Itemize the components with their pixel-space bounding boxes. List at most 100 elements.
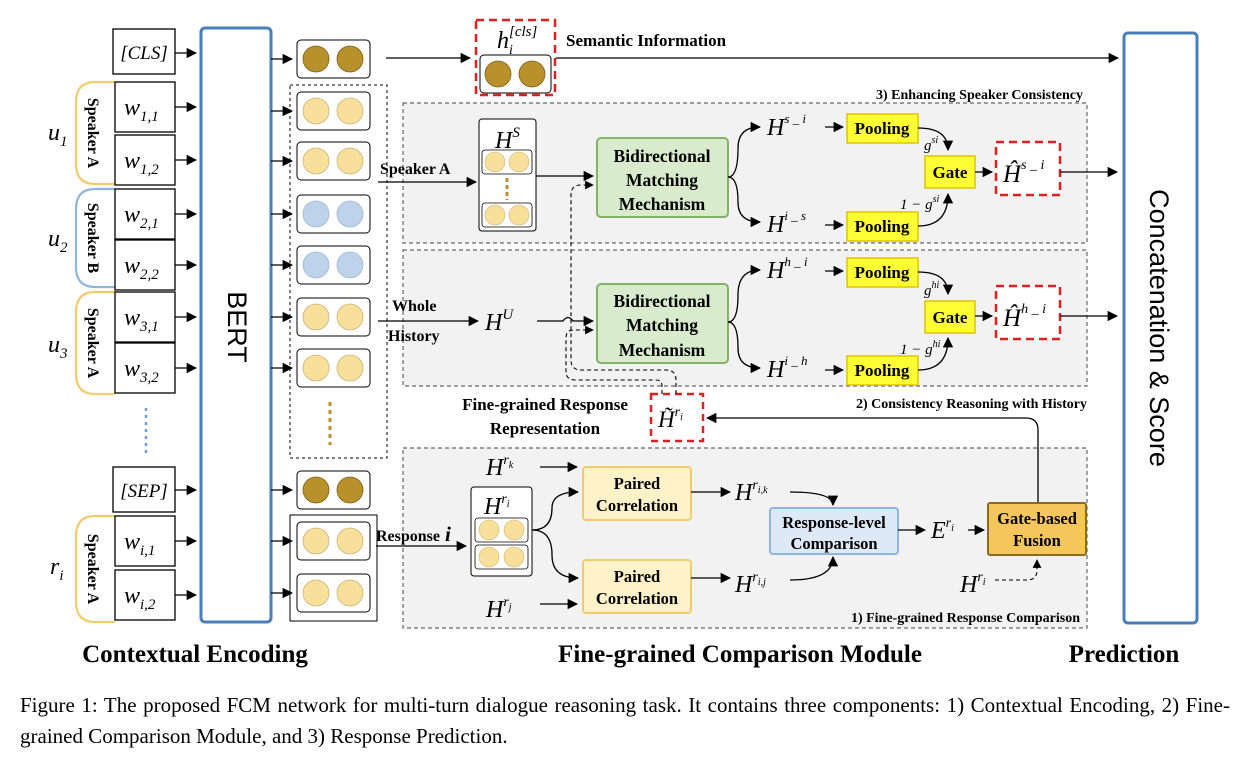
token-boxes: w1,1 w1,2 w2,1 w2,2 w3,1 w3,2 wi,1 wi,2 <box>114 81 198 621</box>
h-cls-sub: i <box>509 43 513 58</box>
token-box: w1,1 <box>114 81 176 133</box>
token-label: w3,2 <box>124 356 159 386</box>
h-h-i-label: Hh _ i <box>766 254 808 284</box>
e-ri-label: Eri <box>930 516 954 544</box>
svg-text:Ĥs _ i: Ĥs _ i <box>1002 158 1045 188</box>
token-label: w1,2 <box>124 148 159 178</box>
svg-text:Pooling: Pooling <box>855 361 910 380</box>
bert-label: BERT <box>222 291 252 363</box>
pooling-2-bottom: Pooling <box>846 355 919 386</box>
context-embeddings-group <box>289 84 388 459</box>
svg-text:ri: ri <box>50 554 64 584</box>
speaker-bracket-2 <box>74 187 115 289</box>
utterance-label-3: u3 <box>48 332 68 362</box>
section1-title: 1) Fine-grained Response Comparison <box>851 611 1080 626</box>
svg-text:u1: u1 <box>48 120 68 150</box>
speaker-label-1: Speaker A <box>84 98 101 169</box>
cls-token-box: [CLS] <box>112 28 176 75</box>
svg-text:Pooling: Pooling <box>855 217 910 236</box>
one-minus-g-hi-label: 1 − ghi <box>900 339 941 358</box>
svg-text:Matching: Matching <box>626 170 698 190</box>
cls-token-label: [CLS] <box>120 43 168 64</box>
token-label: wi,1 <box>124 529 155 559</box>
h-ri-bottom-label: Hri <box>959 570 986 598</box>
h-rk-label: Hrk <box>485 453 514 481</box>
token-box: w2,2 <box>114 239 176 291</box>
prediction-box-label: Concatenation & Score <box>1144 189 1174 467</box>
paired-correlation-bottom: Paired Correlation <box>582 559 692 614</box>
one-minus-g-si-label: 1 − gsi <box>900 194 940 213</box>
section2-title: 2) Consistency Reasoning with History <box>856 397 1087 412</box>
svg-text:Gate-based: Gate-based <box>997 509 1077 528</box>
token-box: w1,2 <box>114 134 176 186</box>
h-tilde-ri-box: H̃ri <box>649 392 705 443</box>
h-cls-label: h[cls] <box>497 24 538 54</box>
embeddings <box>296 39 371 613</box>
h-i-h-label: Hi _ h <box>766 353 807 383</box>
h-u-label: HU <box>484 307 514 336</box>
token-box: w2,1 <box>114 188 176 240</box>
speaker-bracket-1 <box>74 80 115 186</box>
speaker-label-2: Speaker B <box>84 203 101 274</box>
svg-text:Matching: Matching <box>626 315 698 335</box>
token-label: wi,2 <box>124 583 156 613</box>
figure-caption: Figure 1: The proposed FCM network for m… <box>20 693 1230 748</box>
h-rij-label: Hri,j <box>734 570 766 598</box>
h-rik-label: Hri,k <box>734 478 768 506</box>
speaker-bracket-4 <box>74 514 115 624</box>
hs-block: HS <box>478 118 537 232</box>
embedding-vector <box>296 194 371 234</box>
embedding-vector <box>296 141 371 181</box>
sep-token-box: [SEP] <box>112 466 176 513</box>
svg-text:Fusion: Fusion <box>1013 531 1061 550</box>
svg-text:Paired: Paired <box>614 474 660 493</box>
token-box: wi,2 <box>114 569 176 621</box>
utterance-label-4: ri <box>50 554 64 584</box>
sep-token-label: [SEP] <box>120 481 168 502</box>
embedding-vector <box>296 245 371 285</box>
pooling-2-top: Pooling <box>846 257 919 288</box>
embedding-vector <box>296 470 371 510</box>
gate-2: Gate <box>924 300 976 334</box>
svg-text:Correlation: Correlation <box>596 589 678 608</box>
pooling-3-bottom: Pooling <box>846 211 919 242</box>
svg-text:Bidirectional: Bidirectional <box>614 291 711 311</box>
svg-text:Correlation: Correlation <box>596 496 678 515</box>
embedding-vector <box>296 573 371 613</box>
column-label-comparison: Fine-grained Comparison Module <box>558 641 922 668</box>
token-label: w3,1 <box>124 305 159 335</box>
column-label-prediction: Prediction <box>1069 641 1180 668</box>
svg-text:Ĥh _ i: Ĥh _ i <box>1002 302 1046 332</box>
gate-3: Gate <box>924 155 976 189</box>
section3-title: 3) Enhancing Speaker Consistency <box>876 88 1083 103</box>
fine-grained-rep-label-2: Representation <box>490 419 601 438</box>
pooling-3-top: Pooling <box>846 113 919 144</box>
bert-block <box>199 26 273 624</box>
svg-text:Bidirectional: Bidirectional <box>614 146 711 166</box>
embedding-vector <box>296 297 371 337</box>
h-s-i-label: Hs _ i <box>766 111 806 141</box>
svg-text:u2: u2 <box>48 226 68 256</box>
h-rj-label: Hrj <box>485 595 512 623</box>
svg-text:Response-level: Response-level <box>782 513 886 532</box>
bert-output-arrows <box>271 53 294 599</box>
h-hat-s-i-box: Ĥs _ i <box>994 140 1062 197</box>
embedding-vector <box>296 521 371 561</box>
h-i-s-label: Hi _ s <box>766 208 806 238</box>
token-label: w2,2 <box>124 253 159 283</box>
whole-history-label-1: Whole <box>392 298 436 315</box>
svg-text:u3: u3 <box>48 332 68 362</box>
token-box: w3,2 <box>114 342 176 394</box>
svg-text:H̃ri: H̃ri <box>657 405 683 432</box>
svg-text:Pooling: Pooling <box>855 119 910 138</box>
fine-grained-rep-label-1: Fine-grained Response <box>462 395 628 414</box>
response-level-comparison: Response-level Comparison <box>769 507 899 555</box>
gate-based-fusion: Gate-based Fusion <box>987 502 1087 556</box>
response-embeddings-group <box>289 514 378 622</box>
g-hi-label: ghi <box>924 280 940 299</box>
svg-text:Mechanism: Mechanism <box>619 194 706 214</box>
svg-text:Comparison: Comparison <box>790 534 877 553</box>
token-box: wi,1 <box>114 515 176 567</box>
svg-text:Paired: Paired <box>614 567 660 586</box>
svg-text:Pooling: Pooling <box>855 263 910 282</box>
